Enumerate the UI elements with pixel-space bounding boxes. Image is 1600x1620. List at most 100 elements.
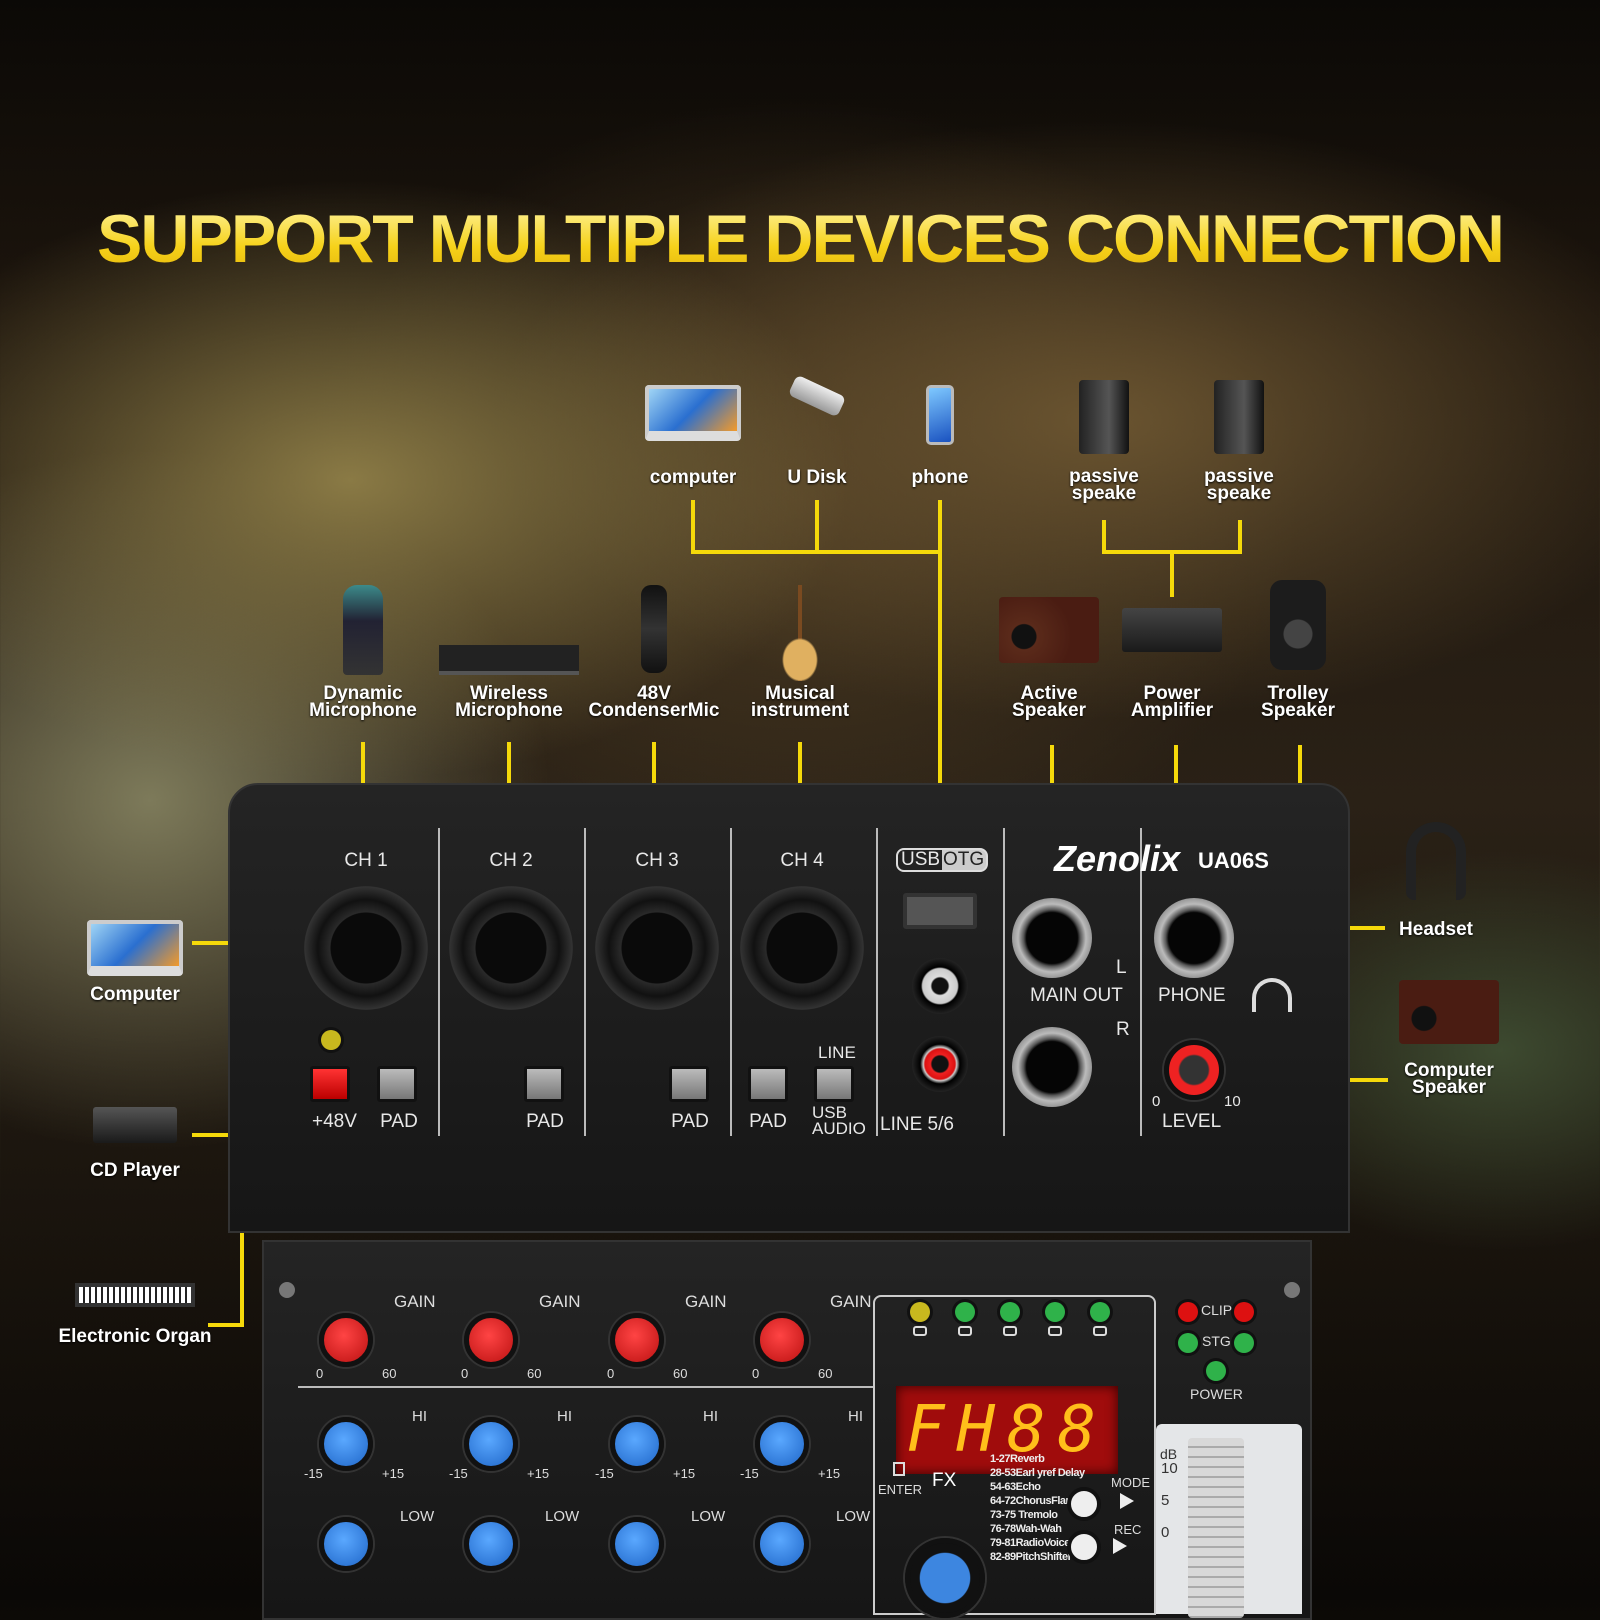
cd-player-icon — [93, 1107, 177, 1143]
mode-label: MODE — [1111, 1475, 1150, 1490]
device-label: Trolley Speaker — [1261, 683, 1335, 721]
device-label: 48V CondenserMic — [588, 683, 720, 721]
pad-button[interactable] — [524, 1066, 564, 1102]
divider — [1003, 828, 1005, 1136]
repeat-icon — [1003, 1326, 1017, 1336]
gain-knob[interactable] — [464, 1313, 518, 1367]
low-knob[interactable] — [464, 1517, 518, 1571]
device-label: Musical instrument — [750, 683, 850, 721]
low-knob[interactable] — [755, 1517, 809, 1571]
xlr-combo-jack[interactable] — [449, 886, 573, 1010]
rca-right-jack[interactable] — [912, 1036, 968, 1092]
line-usb-switch[interactable] — [814, 1066, 854, 1102]
play-pause-icon — [1120, 1493, 1134, 1509]
fx-label: FX — [932, 1470, 957, 1491]
stg-led-right — [1234, 1333, 1254, 1353]
pad-button[interactable] — [669, 1066, 709, 1102]
hi-knob[interactable] — [610, 1417, 664, 1471]
divider — [438, 828, 440, 1136]
passive-speaker-icon — [1214, 380, 1264, 454]
fx-list-item: 76-78Wah-Wah — [990, 1523, 1062, 1535]
pad-button[interactable] — [748, 1066, 788, 1102]
power-label: POWER — [1190, 1386, 1243, 1402]
headphone-icon — [1252, 978, 1292, 1012]
divider — [584, 828, 586, 1136]
level-max: 10 — [1224, 1093, 1241, 1110]
hi-knob[interactable] — [755, 1417, 809, 1471]
phantom-label: +48V — [312, 1111, 357, 1132]
xlr-combo-jack[interactable] — [740, 886, 864, 1010]
amplifier-icon — [1122, 608, 1222, 652]
hi-knob[interactable] — [464, 1417, 518, 1471]
rca-left-jack[interactable] — [912, 958, 968, 1014]
rec-button[interactable] — [1067, 1530, 1101, 1564]
status-led-bluetooth — [910, 1302, 930, 1322]
xlr-combo-jack[interactable] — [595, 886, 719, 1010]
divider — [730, 828, 732, 1136]
hi-knob[interactable] — [319, 1417, 373, 1471]
usb-a-port[interactable] — [903, 893, 977, 929]
fx-display-value: FH88 — [905, 1393, 1109, 1467]
gain-max: 60 — [673, 1366, 688, 1381]
divider — [1140, 828, 1142, 1136]
fader-tick: 0 — [1161, 1524, 1170, 1541]
gain-knob[interactable] — [319, 1313, 373, 1367]
rec-label: REC — [1114, 1522, 1142, 1537]
usb-audio-label: USB AUDIO — [812, 1103, 866, 1138]
stg-led-left — [1178, 1333, 1198, 1353]
gain-knob[interactable] — [755, 1313, 809, 1367]
model-label: UA06S — [1198, 848, 1269, 873]
gain-min: 0 — [752, 1366, 760, 1381]
hi-label: HI — [412, 1408, 427, 1425]
gain-max: 60 — [527, 1366, 542, 1381]
usb-otg-badge — [896, 848, 988, 872]
device-label: Power Amplifier — [1130, 683, 1214, 721]
mode-button[interactable] — [1067, 1487, 1101, 1521]
screw-icon — [1282, 1280, 1302, 1300]
fx-list-item: 54-63Echo — [990, 1481, 1041, 1493]
hi-label: HI — [557, 1408, 572, 1425]
channel-label: CH 2 — [489, 850, 533, 871]
clip-led-right — [1234, 1302, 1254, 1322]
fx-encoder-knob[interactable] — [905, 1538, 985, 1618]
device-label: passive speake — [1069, 466, 1139, 504]
fx-list-item: 79-81RadioVoice — [990, 1537, 1070, 1549]
enter-icon — [893, 1462, 905, 1476]
hi-label: HI — [848, 1408, 863, 1425]
gain-label: GAIN — [830, 1292, 872, 1311]
phantom-led — [321, 1030, 341, 1050]
hi-min: -15 — [595, 1466, 614, 1481]
fx-list-item: 73-75 Tremolo — [990, 1509, 1058, 1521]
hi-min: -15 — [449, 1466, 468, 1481]
fader-db-label: dB — [1160, 1446, 1178, 1462]
fx-list-item: 28-53Earl yref Delay — [990, 1467, 1085, 1479]
main-out-right-jack[interactable] — [1012, 1027, 1092, 1107]
phone-label: PHONE — [1158, 985, 1226, 1006]
computer-speaker-icon — [1399, 980, 1499, 1044]
line56-label: LINE 5/6 — [880, 1114, 954, 1135]
clip-led-left — [1178, 1302, 1198, 1322]
main-out-left-jack[interactable] — [1012, 898, 1092, 978]
hi-label: HI — [703, 1408, 718, 1425]
trolley-speaker-icon — [1270, 580, 1326, 670]
active-speaker-icon — [999, 597, 1099, 663]
eq-row-divider — [298, 1386, 873, 1388]
master-fader-handle[interactable] — [1188, 1438, 1244, 1618]
low-knob[interactable] — [319, 1517, 373, 1571]
fader-tick: 10 — [1161, 1460, 1178, 1477]
fader-tick: 5 — [1161, 1492, 1170, 1509]
phantom-48v-button[interactable] — [310, 1066, 350, 1102]
status-led-repeat — [1000, 1302, 1020, 1322]
phone-jack[interactable] — [1154, 898, 1234, 978]
level-knob[interactable] — [1164, 1040, 1224, 1100]
low-knob[interactable] — [610, 1517, 664, 1571]
brand-logo: Zenolix — [1054, 838, 1181, 879]
gain-max: 60 — [382, 1366, 397, 1381]
xlr-combo-jack[interactable] — [304, 886, 428, 1010]
pad-button[interactable] — [377, 1066, 417, 1102]
hi-max: +15 — [673, 1466, 696, 1481]
gain-max: 60 — [818, 1366, 833, 1381]
usb-label: USB — [901, 849, 941, 870]
gain-knob[interactable] — [610, 1313, 664, 1367]
pad-label: PAD — [749, 1111, 787, 1132]
